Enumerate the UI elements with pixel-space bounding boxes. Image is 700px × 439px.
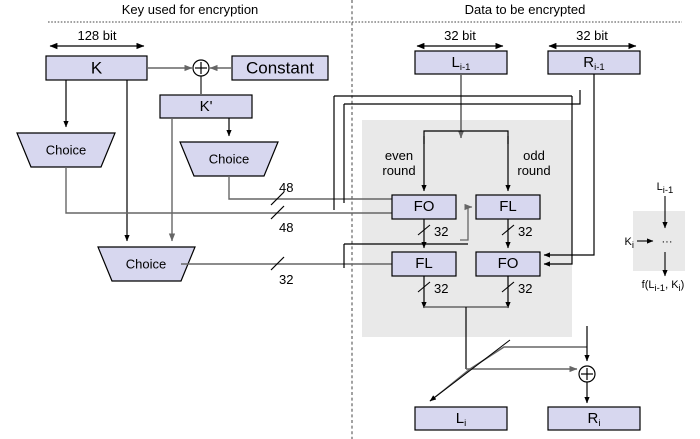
bus-48-lower-slash: [270, 205, 285, 220]
key-width-label: 128 bit: [77, 28, 116, 43]
wire-to-Lout: [429, 339, 511, 402]
section-title-data: Data to be encrypted: [465, 2, 586, 17]
input-box-L-label: Li-1: [452, 54, 471, 73]
bus-48-lower: [65, 167, 407, 217]
bus-32-label-d: 32: [518, 281, 532, 296]
block-FO-even-label: FO: [414, 198, 435, 215]
legend-key-text: K: [625, 236, 633, 248]
key-box-Kprime-label: K': [200, 98, 213, 115]
legend-output-label: f(Li-1, Ki): [642, 279, 685, 294]
section-title-key: Key used for encryption: [122, 2, 259, 17]
bus-32-key-label: 32: [279, 272, 293, 287]
wire-FOeven-to-FLodd: [460, 203, 473, 241]
key-box-K-label: K: [91, 58, 103, 77]
legend-output-sub2: i: [679, 283, 681, 294]
bus-32-label-c: 32: [434, 281, 448, 296]
choice-block-1-label: Choice: [46, 142, 86, 157]
bus-32-key-slash: [270, 256, 285, 271]
input-box-L-text: L: [452, 54, 460, 71]
bus-48-upper-slash: [270, 191, 285, 206]
wire-R-to-FOodd-a: [543, 74, 595, 258]
bus-48-lower-label: 48: [279, 220, 293, 235]
odd-round-label-line2: round: [517, 163, 550, 178]
output-box-L-label: Li: [456, 410, 466, 429]
output-box-R-text: R: [588, 410, 599, 427]
bus-32-label-b: 32: [518, 224, 532, 239]
choice-block-3-label: Choice: [126, 256, 166, 271]
output-box-L-text: L: [456, 410, 464, 427]
block-FL-odd: [475, 194, 541, 220]
legend-input-text: L: [657, 181, 663, 193]
legend-key-label: Ki: [625, 236, 634, 251]
block-FL-odd-label: FL: [499, 198, 517, 215]
right-width-label: 32 bit: [576, 28, 608, 43]
input-box-R-label: Ri-1: [583, 54, 604, 73]
key-box-K: [45, 55, 148, 81]
output-box-L: [414, 406, 508, 431]
legend-ellipsis: ···: [662, 236, 673, 248]
even-round-label-line1: even: [385, 148, 413, 163]
left-width-label: 32 bit: [444, 28, 476, 43]
bus-32-label-a: 32: [434, 224, 448, 239]
output-box-R: [547, 406, 641, 431]
constant-box-label: Constant: [246, 58, 314, 77]
bus-48-upper-label: 48: [279, 180, 293, 195]
block-FO-odd-label: FO: [498, 255, 519, 272]
legend-output-prefix: f(L: [642, 279, 655, 291]
block-FO-even: [391, 194, 457, 220]
slash-32-b: [501, 224, 515, 236]
choice-block-1: [16, 132, 116, 168]
even-round-label-line2: round: [382, 163, 415, 178]
input-box-L-sub: i-1: [460, 62, 471, 73]
legend-output-suffix: ): [681, 279, 685, 291]
slash-32-d: [501, 281, 515, 293]
legend-input-sub: i-1: [663, 185, 674, 196]
legend-key-sub: i: [632, 240, 634, 251]
odd-round-label-line1: odd: [523, 148, 545, 163]
slash-32-c: [417, 281, 431, 293]
output-box-R-sub: i: [598, 418, 600, 429]
output-box-R-label: Ri: [588, 410, 601, 429]
key-box-Kprime: [159, 94, 253, 119]
slash-32-a: [417, 224, 431, 236]
bus-48-upper: [228, 176, 407, 203]
wire-wrap-top-b: [344, 90, 581, 105]
input-box-R-sub: i-1: [594, 62, 605, 73]
wire-R-to-FOodd-b: [543, 96, 573, 267]
input-box-R-text: R: [583, 54, 594, 71]
legend-input-label: Li-1: [657, 181, 674, 196]
block-FL-even: [391, 251, 457, 277]
wire-cross-to-Lout-guide: [429, 346, 530, 402]
output-box-L-sub: i: [464, 418, 466, 429]
choice-block-2: [179, 141, 279, 177]
block-FL-even-label: FL: [415, 255, 433, 272]
block-FO-odd: [475, 251, 541, 277]
legend-output-sub1: i-1: [655, 283, 666, 294]
choice-block-3: [97, 246, 196, 282]
choice-block-2-label: Choice: [209, 151, 249, 166]
legend-output-mid: , K: [665, 279, 679, 291]
round-structure-panel: [362, 120, 572, 337]
